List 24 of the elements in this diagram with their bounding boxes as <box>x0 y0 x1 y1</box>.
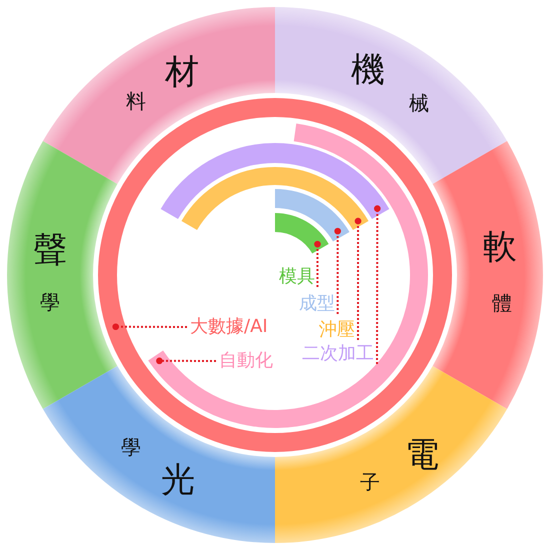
category-label: 電 <box>405 438 439 472</box>
category-label: 光 <box>161 463 195 497</box>
callout-text: 模具 <box>279 267 318 287</box>
category-label: 機 <box>351 53 385 87</box>
category-label: 聲 <box>33 233 67 267</box>
callout-text: 沖壓 <box>319 320 358 340</box>
callout-text: 大數據/AI <box>187 317 268 337</box>
callout-text: 自動化 <box>216 351 273 371</box>
category-label: 學 <box>121 437 141 457</box>
leader-line <box>354 218 362 340</box>
category-label: 體 <box>492 293 512 313</box>
category-label: 料 <box>126 91 146 111</box>
leader-line <box>156 358 216 364</box>
leader-line <box>112 323 187 330</box>
leader-line <box>314 240 321 287</box>
category-label: 子 <box>360 472 380 492</box>
leader-line <box>374 205 381 364</box>
category-label: 械 <box>409 93 429 113</box>
category-label: 軟 <box>483 230 517 264</box>
category-label: 學 <box>40 292 60 312</box>
leader-line <box>334 228 341 314</box>
callout-text: 二次加工 <box>302 344 377 364</box>
callout-text: 成型 <box>299 294 338 314</box>
category-label: 材 <box>165 55 199 89</box>
